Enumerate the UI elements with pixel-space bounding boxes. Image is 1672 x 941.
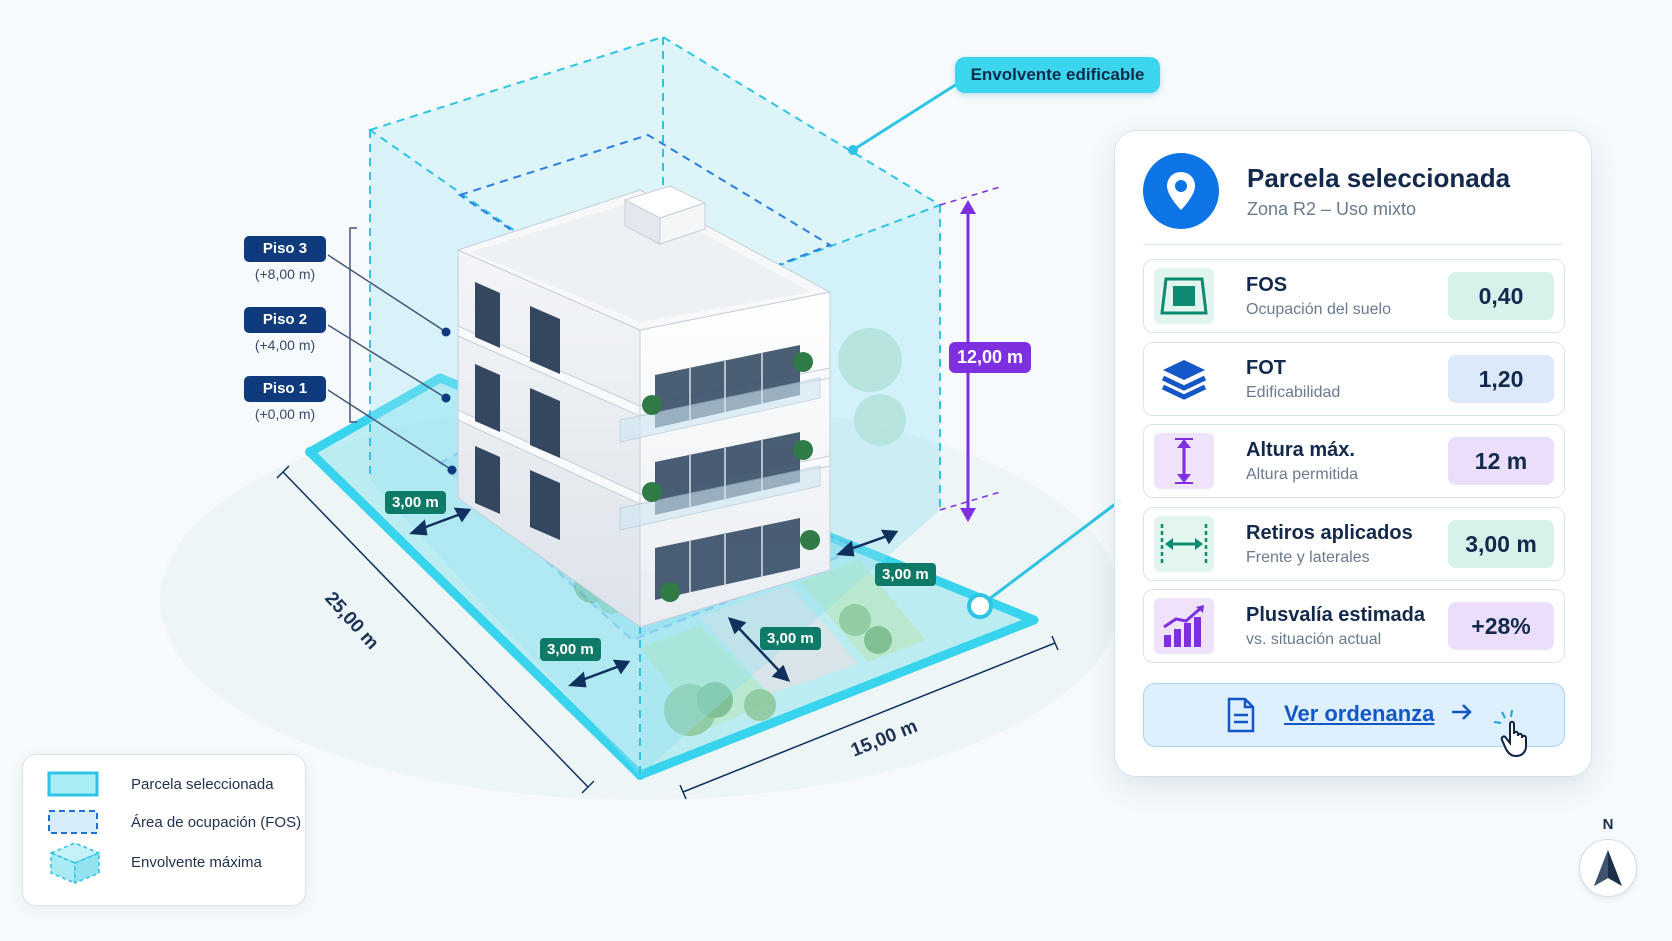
map-legend: Parcela seleccionada Área de ocupación (… [22, 754, 306, 906]
height-icon [1154, 433, 1214, 489]
metric-value: 0,40 [1448, 272, 1554, 320]
setback-label-front: 3,00 m [540, 638, 601, 661]
metric-setbacks: Retiros aplicados Frente y laterales 3,0… [1143, 507, 1565, 581]
legend-label: Envolvente máxima [131, 854, 262, 871]
metric-sub: Altura permitida [1246, 466, 1359, 483]
legend-item-parcel: Parcela seleccionada [23, 767, 305, 803]
setback-icon [1154, 516, 1214, 572]
metric-label: Retiros aplicados [1246, 522, 1413, 544]
floor-level: (+8,00 m) [254, 266, 316, 282]
location-pin-icon [1143, 153, 1219, 229]
metric-height: Altura máx. Altura permitida 12 m [1143, 424, 1565, 498]
callout-leader [852, 80, 961, 152]
setback-arrows [409, 507, 899, 688]
metric-label: Altura máx. [1246, 439, 1355, 461]
growth-chart-icon [1154, 598, 1214, 654]
pointer-cursor-icon [1493, 709, 1538, 763]
metric-sub: vs. situación actual [1246, 631, 1382, 648]
compass-arrow-icon [1579, 839, 1637, 897]
legend-label: Área de ocupación (FOS) [131, 814, 302, 831]
lot-dimension-lines [276, 465, 1059, 800]
layers-icon [1154, 351, 1214, 407]
floor-label: Piso 3 [244, 236, 326, 262]
envelope-callout: Envolvente edificable [955, 57, 1160, 93]
floor-tag-2: Piso 2 (+4,00 m) [244, 307, 326, 353]
setback-label-path: 3,00 m [760, 627, 821, 650]
floor-bracket [327, 227, 453, 471]
panel-title: Parcela seleccionada [1247, 163, 1511, 193]
metric-label: FOS [1246, 274, 1288, 296]
view-ordinance-label[interactable]: Ver ordenanza [1284, 701, 1435, 726]
envelope-cube-icon [47, 841, 103, 890]
garden-strip [640, 625, 775, 730]
arrow-right-icon [1450, 701, 1474, 728]
floor-level: (+4,00 m) [254, 337, 316, 353]
legend-item-envelope: Envolvente máxima [23, 842, 305, 885]
metric-sub: Edificabilidad [1246, 384, 1341, 401]
land-area-icon [1154, 268, 1214, 324]
floor-level: (+0,00 m) [254, 406, 316, 422]
panel-subtitle: Zona R2 – Uso mixto [1247, 199, 1417, 219]
floor-tag-3: Piso 3 (+8,00 m) [244, 236, 326, 282]
setback-label-left: 3,00 m [385, 491, 446, 514]
north-label: N [1602, 816, 1614, 833]
floor-label: Piso 2 [244, 307, 326, 333]
parcel-info-panel: Parcela seleccionada Zona R2 – Uso mixto… [1114, 130, 1592, 777]
floor-label: Piso 1 [244, 376, 326, 402]
legend-item-occupation: Área de ocupación (FOS) [23, 805, 305, 841]
view-ordinance-button[interactable]: Ver ordenanza [1143, 683, 1565, 758]
metric-sub: Ocupación del suelo [1246, 301, 1391, 318]
height-label: 12,00 m [949, 342, 1032, 373]
parcel-outline [305, 373, 1039, 780]
north-compass[interactable]: N [1578, 816, 1638, 897]
setback-label-right: 3,00 m [875, 563, 936, 586]
metric-fos: FOS Ocupación del suelo 0,40 [1143, 259, 1565, 333]
metric-sub: Frente y laterales [1246, 549, 1370, 566]
metric-label: FOT [1246, 357, 1286, 379]
metric-value: 3,00 m [1448, 520, 1554, 568]
document-icon [1226, 697, 1256, 738]
occupation-swatch-icon [47, 809, 99, 840]
legend-label: Parcela seleccionada [131, 776, 274, 793]
metric-value: 1,20 [1448, 355, 1554, 403]
panel-leader [979, 500, 1119, 608]
metric-plusvalia: Plusvalía estimada vs. situación actual … [1143, 589, 1565, 663]
metric-fot: FOT Edificabilidad 1,20 [1143, 342, 1565, 416]
divider [1143, 244, 1563, 245]
metric-label: Plusvalía estimada [1246, 604, 1425, 626]
tree-group [574, 328, 906, 736]
building [456, 185, 832, 628]
metric-value: +28% [1448, 602, 1554, 650]
floor-tag-1: Piso 1 (+0,00 m) [244, 376, 326, 422]
parcel-swatch-icon [47, 771, 99, 802]
metric-value: 12 m [1448, 437, 1554, 485]
